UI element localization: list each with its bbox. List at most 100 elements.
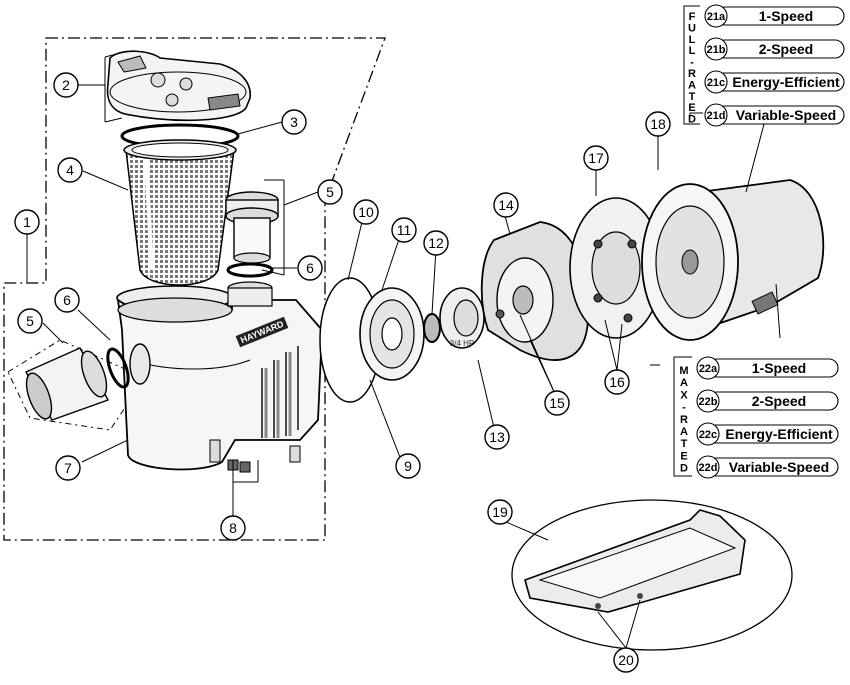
strainer-cover <box>106 50 251 122</box>
seal-plate-housing <box>480 221 590 361</box>
rated-letter: E <box>688 102 695 114</box>
callout-circle <box>317 179 343 205</box>
callout-number: 18 <box>650 116 666 132</box>
impeller-code: 3/4 HP <box>450 339 474 348</box>
callout-circle <box>395 453 421 479</box>
callout-circle <box>220 515 246 541</box>
base-callout-circle <box>511 499 793 651</box>
rated-code: 22c <box>699 429 717 441</box>
callout-circle <box>423 230 449 256</box>
assembly-boundary <box>3 37 386 541</box>
callout-number: 6 <box>306 260 314 276</box>
rated-code: 21c <box>707 77 725 89</box>
full-rated-item-21c: 21c Energy-Efficient <box>704 70 845 94</box>
callout-number: 6 <box>63 292 71 308</box>
callout-number: 5 <box>326 184 334 200</box>
rated-letter: T <box>689 91 696 103</box>
rated-letter: D <box>680 463 688 475</box>
callout-number: 19 <box>492 504 508 520</box>
callout-circle <box>583 145 609 171</box>
rated-code: 22a <box>699 363 718 375</box>
rated-label: 2-Speed <box>759 41 813 57</box>
pump-housing: HAYWARD <box>116 281 323 471</box>
callout-number: 13 <box>489 429 505 445</box>
callout-c5a: 5 <box>317 179 343 205</box>
callout-c5b: 5 <box>17 308 43 334</box>
rated-letter: F <box>689 11 696 23</box>
outlet-union <box>225 191 279 264</box>
rated-label: 1-Speed <box>759 8 813 24</box>
inlet-union <box>25 347 110 421</box>
callout-c12: 12 <box>423 230 449 256</box>
callout-number: 9 <box>404 458 412 474</box>
callout-circle <box>14 209 40 235</box>
rated-code: 21d <box>707 110 726 122</box>
rated-label: 2-Speed <box>752 393 806 409</box>
callout-circle <box>297 255 323 281</box>
rated-label: 1-Speed <box>752 360 806 376</box>
callout-number: 3 <box>290 114 298 130</box>
rated-letter: L <box>689 45 696 57</box>
rated-code-circle <box>704 103 728 127</box>
callout-circle <box>604 369 630 395</box>
callout-number: 2 <box>62 77 70 93</box>
callout-number: 16 <box>609 374 625 390</box>
rated-letter: L <box>689 34 696 46</box>
rated-letter: X <box>680 389 688 401</box>
rated-letter: U <box>688 22 696 34</box>
callout-c7: 7 <box>55 455 81 481</box>
callout-number: 8 <box>229 520 237 536</box>
callout-c19: 19 <box>487 499 513 525</box>
callout-c16: 16 <box>604 369 630 395</box>
callout-c1: 1 <box>14 209 40 235</box>
rated-letter: - <box>682 402 686 414</box>
rated-code-circle <box>704 4 728 28</box>
callout-number: 4 <box>66 162 74 178</box>
callout-circle <box>55 455 81 481</box>
callout-c17: 17 <box>583 145 609 171</box>
callout-circle <box>54 287 80 313</box>
callout-c15: 15 <box>544 390 570 416</box>
callout-c20: 20 <box>613 647 639 673</box>
leader-lines <box>26 51 781 649</box>
drain-plugs <box>227 459 251 473</box>
rated-letter: D <box>688 114 696 126</box>
callout-number: 17 <box>588 150 604 166</box>
callout-c8: 8 <box>220 515 246 541</box>
callout-number: 12 <box>428 235 444 251</box>
callout-circle <box>613 647 639 673</box>
inlet-o-ring <box>106 347 130 389</box>
rated-code-circle <box>696 455 720 479</box>
callout-c3: 3 <box>281 109 307 135</box>
motor-base <box>524 509 746 613</box>
callout-circle <box>391 217 417 243</box>
impeller-ring <box>423 313 441 343</box>
callout-number: 14 <box>498 197 514 213</box>
impeller: 3/4 HP <box>439 287 485 349</box>
callout-circle <box>645 111 671 137</box>
callout-c9: 9 <box>395 453 421 479</box>
strainer-basket <box>123 139 237 286</box>
rated-letter: - <box>690 57 694 69</box>
callout-circle <box>17 308 43 334</box>
rated-label: Energy-Efficient <box>732 74 840 90</box>
callout-number: 11 <box>397 222 412 238</box>
callout-circle <box>353 199 379 225</box>
callout-circle <box>281 109 307 135</box>
rated-letter: R <box>680 414 688 426</box>
callout-circle <box>544 390 570 416</box>
rated-letter: A <box>688 79 696 91</box>
callout-c6b: 6 <box>54 287 80 313</box>
callout-number: 15 <box>549 395 565 411</box>
